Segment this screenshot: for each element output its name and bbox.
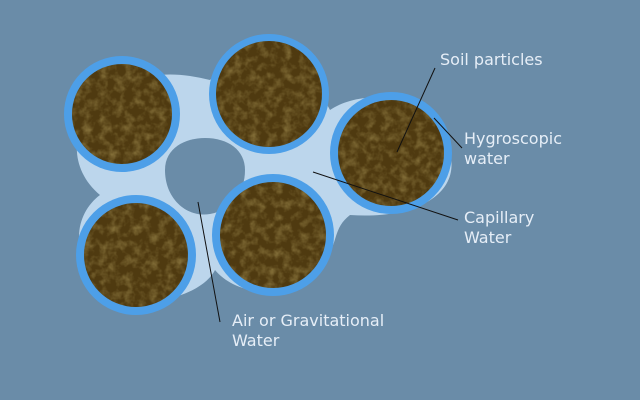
label-soil-particles: Soil particles: [440, 50, 543, 70]
label-capillary-water: Capillary Water: [464, 208, 534, 248]
leader-line-air-gravitational-water: [197, 201, 221, 323]
label-text-line-1: Capillary: [464, 208, 535, 227]
label-text-line-2: Water: [232, 331, 280, 350]
soil-particle-2: [209, 34, 329, 154]
label-text-line-2: Water: [464, 228, 512, 247]
leader-line-hygroscopic-water: [433, 117, 463, 149]
label-air-gravitational-water: Air or Gravitational Water: [232, 311, 384, 351]
leader-line-capillary-water: [312, 171, 459, 221]
air-pore: [165, 138, 245, 215]
soil-particle-1: [64, 56, 180, 172]
soil-particle-3: [330, 92, 452, 214]
soil-particle-5: [212, 174, 334, 296]
leader-line-soil-particles: [396, 67, 436, 153]
label-text: Soil particles: [440, 50, 543, 69]
label-text-line-2: water: [464, 149, 510, 168]
label-text-line-1: Hygroscopic: [464, 129, 562, 148]
soil-particle-4: [76, 195, 196, 315]
label-text-line-1: Air or Gravitational: [232, 311, 385, 330]
label-hygroscopic-water: Hygroscopic water: [464, 129, 562, 169]
